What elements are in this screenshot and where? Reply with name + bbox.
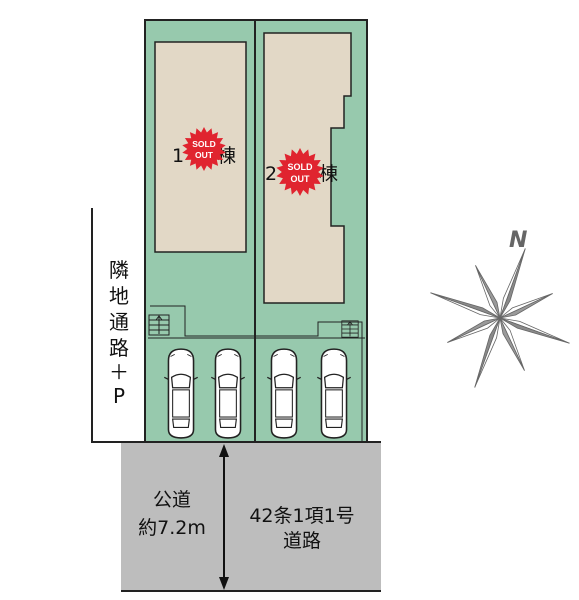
- car-icon: [316, 348, 352, 439]
- road-classification-suffix: 道路: [283, 530, 321, 552]
- sold-out-badge-icon: SOLD OUT: [182, 127, 226, 171]
- road-classification: 42条1項1号: [249, 505, 354, 527]
- svg-text:OUT: OUT: [195, 150, 214, 160]
- svg-text:P: P: [113, 384, 125, 408]
- svg-text:地: 地: [109, 284, 129, 308]
- svg-text:路: 路: [109, 336, 129, 360]
- walkway-outline-2: [255, 321, 363, 442]
- sold-out-badge-icon: SOLD OUT: [276, 148, 324, 196]
- svg-text:SOLD: SOLD: [287, 162, 313, 172]
- building-1-number: 1: [172, 145, 184, 167]
- car-icon: [210, 348, 246, 439]
- svg-text:隣: 隣: [109, 258, 129, 282]
- building-2-number: 2: [265, 163, 277, 185]
- road-name: 公道: [153, 489, 191, 511]
- road-width: 約7.2m: [138, 517, 206, 539]
- road-width-arrow: [219, 444, 229, 590]
- compass-rose-icon: [430, 248, 570, 388]
- svg-text:＋: ＋: [109, 360, 129, 384]
- neighbor-path-label: 隣 地 通 路 ＋ P: [109, 258, 129, 408]
- building-2-suffix: 棟: [319, 163, 338, 185]
- compass-north-label: N: [509, 228, 527, 253]
- svg-text:OUT: OUT: [291, 174, 311, 184]
- car-icon: [163, 348, 199, 439]
- public-road: [121, 442, 381, 592]
- svg-text:SOLD: SOLD: [192, 139, 216, 149]
- walkway-outline-1: [150, 305, 255, 337]
- svg-text:通: 通: [109, 310, 129, 334]
- car-icon: [266, 348, 302, 439]
